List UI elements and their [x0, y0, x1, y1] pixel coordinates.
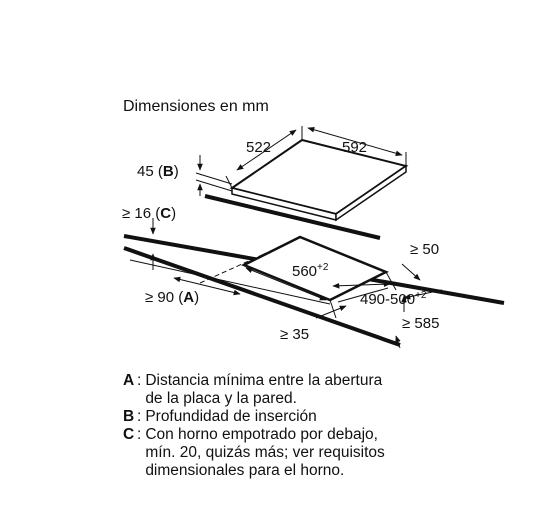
legend-item-b: B : Profundidad de inserción — [123, 408, 503, 426]
cutout-width-label: 560+2 — [292, 262, 329, 280]
b-dimension-label: 45 (B) — [137, 163, 179, 180]
thickness-arrows — [150, 155, 203, 270]
diagram-title: Dimensiones en mm — [123, 98, 269, 115]
worktop-upper — [195, 172, 381, 240]
legend: A : Distancia mínima entre la abertura d… — [123, 372, 503, 480]
legend-text: Distancia mínima entre la abertura de la… — [145, 372, 383, 407]
legend-key: A — [123, 372, 135, 389]
side-clearance-label: ≥ 50 — [410, 241, 439, 258]
legend-text: Profundidad de inserción — [145, 408, 317, 425]
a-dimension-label: ≥ 90 (A) — [145, 289, 199, 306]
clearance-lines — [173, 263, 443, 349]
legend-key: B — [123, 408, 135, 425]
front-clearance-label: ≥ 35 — [280, 326, 309, 343]
width-label: 592 — [342, 139, 367, 156]
cutout-depth-label: 490-500+2 — [360, 290, 427, 308]
c-dimension-label: ≥ 16 (C) — [122, 205, 176, 222]
legend-item-c: C : Con horno empotrado por debajo, mín.… — [123, 426, 503, 480]
legend-text: Con horno empotrado por debajo, mín. 20,… — [145, 426, 385, 479]
legend-key: C — [123, 426, 135, 443]
hob-dimension-lines — [225, 126, 407, 189]
legend-item-a: A : Distancia mínima entre la abertura d… — [123, 372, 503, 408]
worktop-depth-label: ≥ 585 — [402, 315, 439, 332]
depth-label: 522 — [246, 139, 271, 156]
